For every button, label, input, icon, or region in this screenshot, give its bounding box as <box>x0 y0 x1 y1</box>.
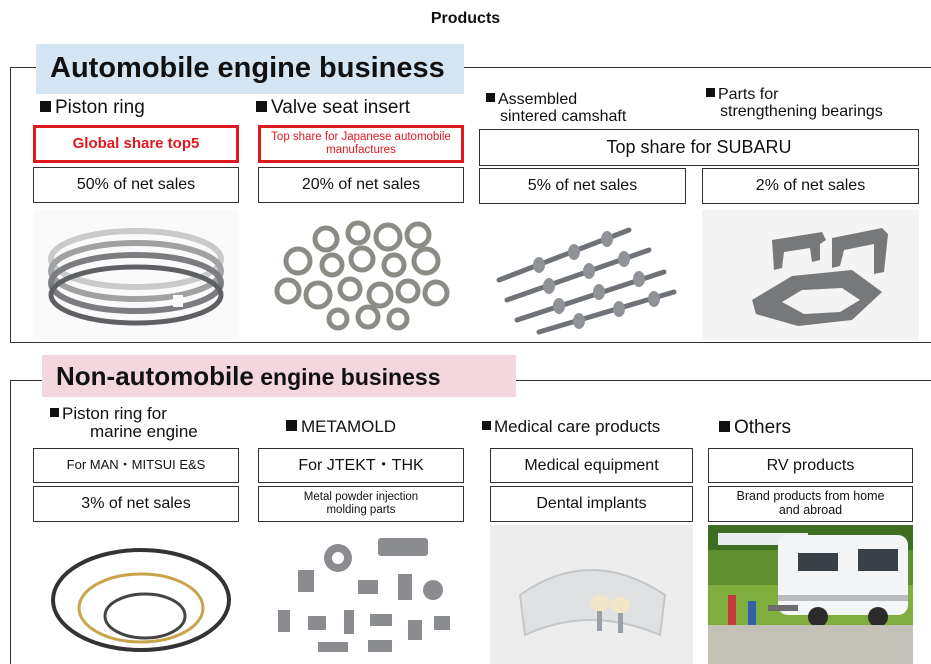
automobile-section-frame <box>10 67 931 343</box>
automobile-section-heading: Automobile engine business <box>36 44 464 94</box>
dental-implant-model-photo <box>490 525 693 664</box>
mim-parts-photo <box>258 530 464 664</box>
marine-customer-label: For MAN・MITSUI E&S <box>33 448 239 483</box>
valve-seat-inserts-photo <box>258 209 464 339</box>
rv-camping-photo <box>708 525 913 664</box>
product-name-others: Others <box>719 417 791 439</box>
camshafts-photo <box>479 210 686 340</box>
piston-ring-set-photo <box>33 209 239 339</box>
sales-share-piston-ring: 50% of net sales <box>33 167 239 203</box>
medical-equipment-label: Medical equipment <box>490 448 693 483</box>
product-name-piston-ring: Piston ring <box>40 97 145 119</box>
non-automobile-section-heading: Non-automobile engine business <box>42 355 516 397</box>
product-name-medical: Medical care products <box>482 417 660 437</box>
bearing-parts-photo <box>702 210 919 340</box>
sales-share-camshaft: 5% of net sales <box>479 168 686 204</box>
metamold-customer-label: For JTEKT・THK <box>258 448 464 483</box>
dental-implants-label: Dental implants <box>490 486 693 522</box>
page-title: Products <box>430 10 501 27</box>
rv-products-label: RV products <box>708 448 913 483</box>
subaru-share-badge: Top share for SUBARU <box>479 129 919 166</box>
sales-share-marine: 3% of net sales <box>33 486 239 522</box>
marine-piston-rings-photo <box>33 530 239 664</box>
metamold-description: Metal powder injection molding parts <box>258 486 464 522</box>
japanese-share-badge: Top share for Japanese automobile manufa… <box>258 125 464 163</box>
sales-share-bearing-parts: 2% of net sales <box>702 168 919 204</box>
product-name-metamold: METAMOLD <box>286 417 396 437</box>
sales-share-valve-seat: 20% of net sales <box>258 167 464 203</box>
brand-products-label: Brand products from home and abroad <box>708 486 913 522</box>
product-name-valve-seat: Valve seat insert <box>256 97 410 119</box>
global-share-badge: Global share top5 <box>33 125 239 163</box>
